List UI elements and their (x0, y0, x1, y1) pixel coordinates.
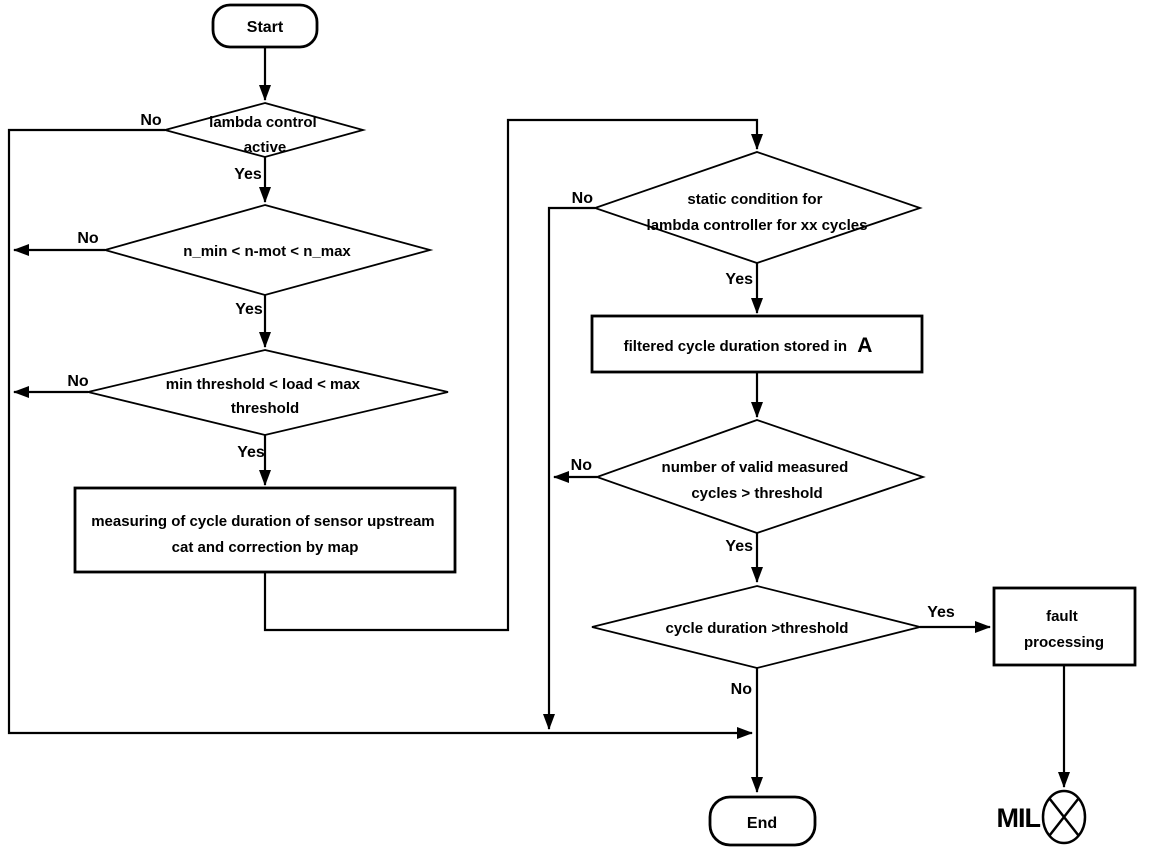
mil-indicator: MIL (997, 789, 1087, 845)
decision-static-condition-shape (592, 151, 923, 264)
decision-engine-speed-label: n_min < n-mot < n_max (183, 243, 351, 260)
label-yes-static-condition: Yes (725, 271, 753, 288)
decision-valid-cycles-label: number of valid measured cycles > thresh… (662, 459, 853, 502)
edge-no-left-rail-to-end (7, 128, 753, 739)
label-no-lambda-active: No (140, 112, 162, 129)
process-measure-label: measuring of cycle duration of sensor up… (91, 513, 439, 556)
label-no-static-condition: No (572, 190, 594, 207)
decision-load-window: min threshold < load < max threshold (87, 349, 449, 436)
process-filtered-cycle-duration: filtered cycle duration stored in A (590, 314, 924, 374)
decision-lambda-control-active: lambda control active (161, 102, 367, 158)
decision-cycle-duration: cycle duration >threshold (591, 585, 921, 669)
node-start: Start (211, 3, 319, 49)
process-fault-processing: fault processing (992, 586, 1137, 667)
decision-valid-cycles-shape (594, 419, 926, 534)
label-yes-lambda-active: Yes (234, 166, 262, 183)
decision-cycle-duration-label: cycle duration >threshold (666, 620, 849, 637)
decision-engine-speed: n_min < n-mot < n_max (101, 204, 434, 296)
decision-cycle-duration-shape (591, 585, 921, 669)
label-no-load-window: No (67, 373, 89, 390)
node-end: End (708, 795, 817, 847)
process-fault-shape (992, 586, 1137, 667)
label-no-cycle-duration: No (731, 681, 753, 698)
label-yes-engine-speed: Yes (235, 301, 263, 318)
decision-static-condition-label: static condition for lambda controller f… (647, 191, 868, 234)
process-filtered-shape (590, 314, 924, 374)
decision-load-window-shape (87, 349, 449, 436)
label-yes-cycle-duration: Yes (927, 604, 955, 621)
decision-engine-speed-shape (101, 204, 434, 296)
edge-measure-to-static-condition (263, 118, 763, 632)
decision-load-window-label: min threshold < load < max threshold (166, 376, 364, 417)
variable-a: A (857, 334, 872, 357)
label-no-valid-cycles: No (571, 457, 593, 474)
edges (7, 47, 1070, 793)
label-no-engine-speed: No (77, 230, 99, 247)
decision-static-condition: static condition for lambda controller f… (592, 151, 923, 264)
end-terminator-shape (708, 795, 817, 847)
label-yes-valid-cycles: Yes (725, 538, 753, 555)
label-yes-load-window: Yes (237, 444, 265, 461)
edge-no-static-mid-rail (543, 206, 595, 730)
end-label: End (747, 815, 777, 832)
mil-lamp-cross-icon (1048, 797, 1080, 837)
process-measure-shape (73, 486, 457, 574)
decision-valid-cycles: number of valid measured cycles > thresh… (594, 419, 926, 534)
mil-label: MIL (997, 803, 1041, 833)
edge-labels: No Yes No Yes No Yes No Yes No Yes No Ye… (67, 112, 955, 698)
process-filtered-label: filtered cycle duration stored in A (624, 334, 873, 357)
start-label: Start (247, 19, 284, 36)
start-terminator-shape (211, 3, 319, 49)
process-fault-label: fault processing (1024, 608, 1104, 651)
decision-lambda-active-shape (161, 102, 367, 158)
process-measure-cycle-duration: measuring of cycle duration of sensor up… (73, 486, 457, 574)
decision-lambda-active-label: lambda control active (209, 114, 321, 156)
